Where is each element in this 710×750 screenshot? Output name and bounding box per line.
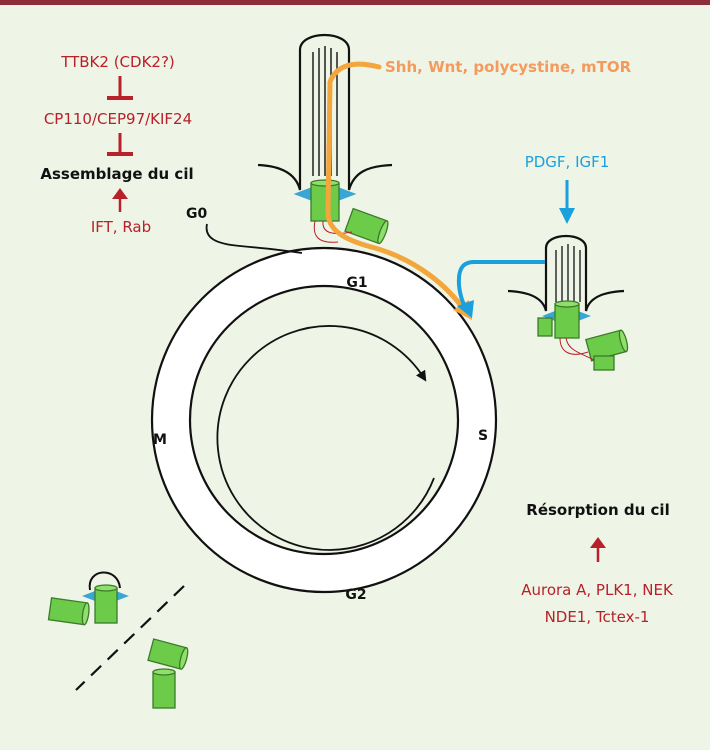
blue-signal-label: PDGF, IGF1 xyxy=(525,153,610,171)
separated-centriole-a xyxy=(147,638,189,670)
mitotic-daughter-centriole xyxy=(47,597,90,626)
resorption-line1: Aurora A, PLK1, NEK xyxy=(521,581,674,599)
centrosome-loop xyxy=(88,571,121,591)
resorption-regulation: Résorption du cil Aurora A, PLK1, NEK ND… xyxy=(521,501,674,626)
blue-signaling: PDGF, IGF1 xyxy=(456,153,610,318)
cell-cycle: G0 G1 S G2 M xyxy=(150,206,498,603)
top-bar xyxy=(0,0,710,5)
resorbing-cilium xyxy=(507,235,629,371)
inhibition-bar-2 xyxy=(107,133,133,156)
cilium2-basal-body xyxy=(554,300,580,339)
blue-return-arrowhead xyxy=(457,300,474,318)
axoneme-lines xyxy=(312,46,338,176)
cycle-direction-arrow xyxy=(216,325,435,551)
ttbk2-label: TTBK2 (CDK2?) xyxy=(60,53,175,71)
phase-g1: G1 xyxy=(346,275,367,291)
resorption-arrowhead xyxy=(590,537,606,548)
g0-exit-line xyxy=(205,223,303,254)
cleavage-dashed-line xyxy=(75,585,185,691)
phase-g0: G0 xyxy=(186,206,207,222)
activation-arrow xyxy=(112,188,128,212)
phase-m: M xyxy=(153,432,167,448)
cilium2-centriole-c xyxy=(593,355,615,371)
blue-down-arrowhead xyxy=(559,208,575,224)
assembly-label: Assemblage du cil xyxy=(40,165,193,183)
linker-fibers xyxy=(313,220,353,243)
phase-s: S xyxy=(478,428,488,444)
assembly-regulation: TTBK2 (CDK2?) CP110/CEP97/KIF24 Assembla… xyxy=(40,53,193,236)
cilium2-linkers xyxy=(559,337,595,361)
ift-rab-label: IFT, Rab xyxy=(91,218,151,236)
orange-signal-label: Shh, Wnt, polycystine, mTOR xyxy=(385,58,632,76)
cilium2-membrane xyxy=(507,235,625,312)
inhibition-bar-1 xyxy=(107,76,133,100)
phase-g2: G2 xyxy=(345,587,366,603)
resorption-title: Résorption du cil xyxy=(526,501,669,519)
daughter-centriole xyxy=(344,207,389,245)
cilium2-axoneme xyxy=(555,244,581,302)
basal-body xyxy=(310,179,340,222)
cp110-label: CP110/CEP97/KIF24 xyxy=(44,110,192,128)
cilium2-centriole-a xyxy=(537,317,553,337)
orange-arrow xyxy=(325,61,465,310)
cilium-membrane xyxy=(257,33,393,191)
separated-centriole-b xyxy=(152,668,176,709)
primary-cilium xyxy=(257,33,393,245)
blue-return-arrow xyxy=(456,260,545,310)
resorption-line2: NDE1, Tctex-1 xyxy=(545,608,650,626)
mitotic-mother-centriole xyxy=(94,584,118,624)
orange-signaling: Shh, Wnt, polycystine, mTOR xyxy=(325,58,632,320)
mitotic-centrioles xyxy=(47,571,189,709)
cilium2-centriole-b xyxy=(585,329,629,362)
